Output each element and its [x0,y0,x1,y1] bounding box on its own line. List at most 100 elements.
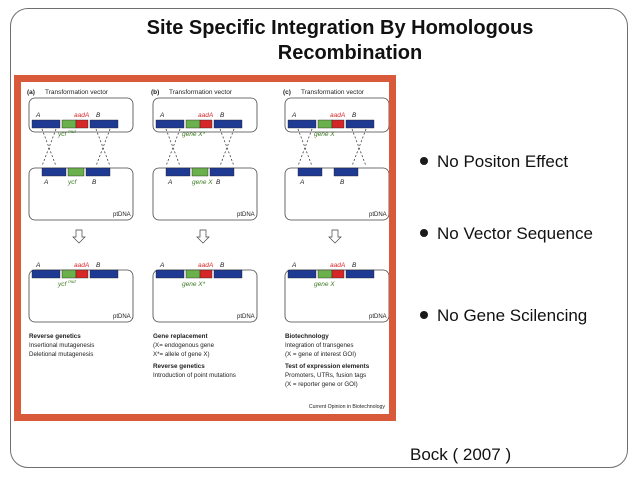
bullet-dot-icon [420,228,428,237]
bullet-text: No Vector Sequence [437,224,593,243]
recombination-line [297,128,313,167]
bullet-dot-icon [420,156,428,165]
flank-A-block [155,119,185,129]
recombination-line [219,128,235,167]
aadA-label: aadA [74,112,89,119]
panel-letter: (c) [283,89,291,96]
gene-label: gene X [314,281,335,288]
slide-frame [10,8,628,468]
title-line-2: Recombination [277,42,423,64]
recombination-line [41,128,57,167]
endogenous-gene-block [191,167,209,177]
flank-B-block [89,269,119,279]
bullet-item: No Gene Scilencing [420,306,587,326]
flank-B-block [209,167,235,177]
flank-A-block [31,269,61,279]
caption-line: (X = gene of interest GOI) [285,351,356,358]
caption-line: Insertional mutagenesis [29,342,94,349]
caption-title: Reverse genetics [153,363,205,370]
gene-label: ycf [57,281,68,288]
flank-B-label: B [216,179,221,186]
recombination-line [351,128,367,167]
recombination-line [219,128,235,167]
caption-line: Integration of transgenes [285,342,353,349]
flank-A-label: A [291,112,296,119]
aadA-marker-block [331,269,345,279]
flank-A-block [287,269,317,279]
flank-B-block [345,119,375,129]
gene-superscript-label: mut [68,279,76,284]
caption-title: Biotechnology [285,333,329,340]
flank-B-block [213,269,243,279]
panel-header: Transformation vector [169,89,233,96]
endogenous-gene-block [67,167,85,177]
gene-block [61,269,77,279]
aadA-label: aadA [330,262,345,269]
down-arrow-icon [196,229,210,244]
flank-B-label: B [340,179,345,186]
flank-A-label: A [43,179,48,186]
panel-header: Transformation vector [45,89,109,96]
flank-A-block [287,119,317,129]
recombination-line [351,128,367,167]
flank-B-label: B [96,112,101,119]
flank-A-block [297,167,323,177]
recombination-line [165,128,181,167]
caption-title: Test of expression elements [285,363,370,370]
bullet-item: No Positon Effect [420,152,568,172]
gene-label: gene X* [182,281,206,288]
caption-title: Gene replacement [153,333,208,340]
recombination-line [95,128,111,167]
bullet-dot-icon [420,310,428,319]
citation: Bock ( 2007 ) [410,445,512,464]
aadA-marker-block [199,269,213,279]
aadA-marker-block [199,119,213,129]
flank-B-label: B [352,262,357,269]
gene-block [185,269,201,279]
flank-B-label: B [352,112,357,119]
caption-line: Promoters, UTRs, fusion tags [285,372,366,379]
ptdna-label: ptDNA [113,212,131,218]
gene-label: gene X* [182,131,206,138]
slide-title: Site Specific Integration By Homologous … [120,16,560,66]
flank-B-block [89,119,119,129]
panel-header: Transformation vector [301,89,365,96]
aadA-label: aadA [198,112,213,119]
bullet-item: No Vector Sequence [420,224,593,244]
flank-B-block [345,269,375,279]
flank-B-label: B [92,179,97,186]
vector-plasmid-outline [28,97,134,133]
gene-superscript-label: mut [68,129,76,134]
flank-A-block [165,167,191,177]
aadA-marker-block [75,269,89,279]
aadA-label: aadA [198,262,213,269]
caption-title: Reverse genetics [29,333,81,340]
down-arrow-icon [328,229,342,244]
figure-source-credit: Current Opinion in Biotechnology [309,404,386,410]
bullet-text: No Positon Effect [437,152,569,171]
ptdna-label: ptDNA [237,314,255,320]
aadA-marker-block [331,119,345,129]
caption-line: Introduction of point mutations [153,372,236,379]
ptdna-label: ptDNA [113,314,131,320]
gene-block [317,119,333,129]
ptdna-label: ptDNA [369,314,387,320]
flank-B-label: B [220,112,225,119]
flank-B-block [85,167,111,177]
ptdna-label: ptDNA [237,212,255,218]
down-arrow-icon [72,229,86,244]
flank-A-label: A [299,179,304,186]
flank-A-label: A [159,112,164,119]
flank-B-label: B [96,262,101,269]
gene-label: ycf [57,131,68,138]
panel-letter: (a) [27,89,35,96]
gene-block [317,269,333,279]
caption-line: (X= endogenous gene [153,342,215,349]
flank-A-block [41,167,67,177]
aadA-marker-block [75,119,89,129]
flank-A-block [155,269,185,279]
recombination-line [165,128,181,167]
